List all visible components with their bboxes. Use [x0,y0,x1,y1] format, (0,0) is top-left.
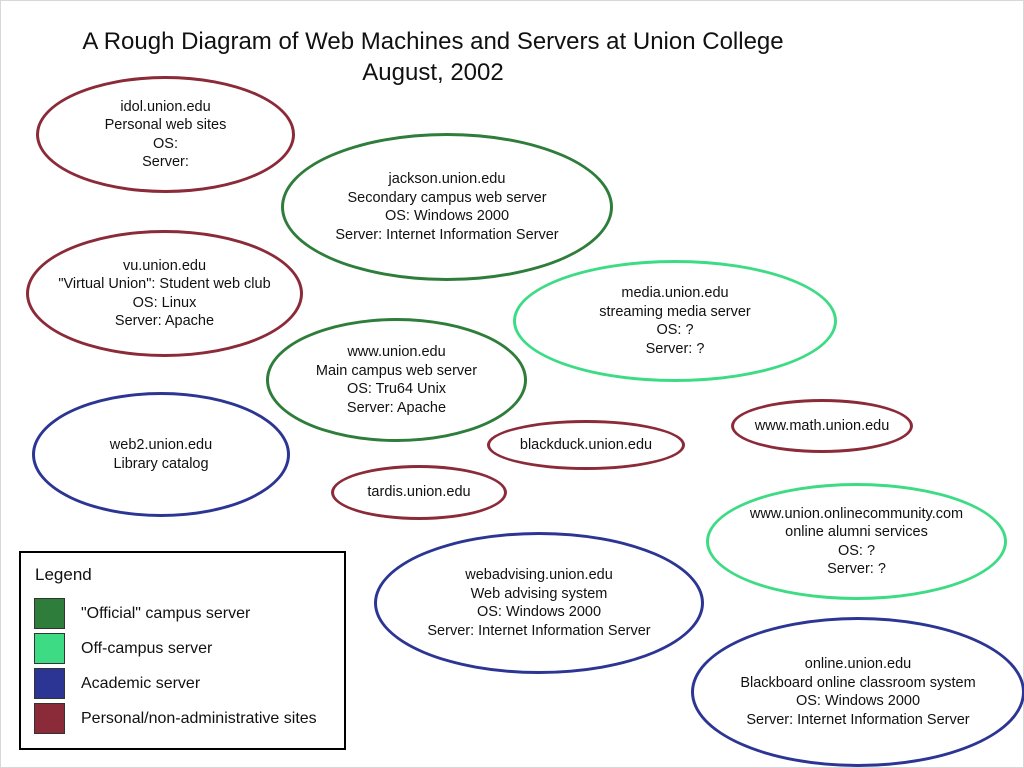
server-text-line: www.math.union.edu [754,417,890,434]
server-text-line: vu.union.edu [122,257,207,274]
server-text-line: www.union.edu [347,344,446,360]
legend-label: Academic server [81,675,201,692]
server-text-line: webadvising.union.edu [465,567,613,583]
server-text-line: OS: [153,135,178,152]
server-text-line: Server: ? [645,340,705,357]
title-line-2: August, 2002 [362,59,504,86]
server-text-line: Secondary campus web server [347,189,547,206]
legend-swatch [34,598,65,629]
server-text-line: media.union.edu [621,285,729,301]
server-text-line: tardis.union.edu [367,484,471,501]
server-text-line: Server: Apache [114,313,215,329]
legend-swatch [34,633,65,664]
server-text-line: OS: Windows 2000 [795,693,921,709]
server-text-line: Server: Internet Information Server [335,226,559,243]
server-text-line: online alumni services [785,524,928,540]
legend-item-academic: Academic server [34,668,344,700]
server-text-line: OS: ? [837,542,876,559]
server-math-www: www.math.union.edu [731,399,913,453]
legend-swatch [34,668,65,699]
server-onlinecommunity: www.union.onlinecommunity.com online alum… [706,483,1007,600]
server-text-line: OS: Tru64 Unix [346,381,447,397]
server-text-line: Personal web sites [104,117,227,133]
server-text-line: OS: Windows 2000 [476,604,602,620]
server-text-line: idol.union.edu [120,98,211,115]
server-text-line: OS: ? [656,322,694,338]
legend: Legend "Official" campus server Off-camp… [19,551,346,750]
server-text-line: web2.union.edu [109,437,213,453]
legend-item-official: "Official" campus server [34,598,344,630]
server-text-line: streaming media server [599,303,751,320]
legend-item-offcampus: Off-campus server [34,633,344,665]
server-text-line: Blackboard online classroom system [740,674,976,691]
server-blackduck: blackduck.union.edu [487,420,685,470]
legend-title: Legend [35,565,92,584]
legend-item-personal: Personal/non-administrative sites [34,703,344,735]
legend-label: "Official" campus server [81,605,251,622]
diagram-title: A Rough Diagram of Web Machines and Serv… [58,26,808,88]
server-text-line: Server: Internet Information Server [746,711,970,728]
server-text-line: Web advising system [470,585,608,602]
server-vu: vu.union.edu "Virtual Union": Student web… [26,230,303,357]
server-text-line: Server: Internet Information Server [427,622,651,639]
server-text-line: Server: Apache [346,399,447,416]
server-text-line: jackson.union.edu [388,171,506,187]
server-text-line: www.union.onlinecommunity.com [749,505,964,522]
legend-swatch [34,703,65,734]
server-text-line: Main campus web server [315,362,478,379]
server-text-line: Server: ? [827,561,886,577]
server-tardis: tardis.union.edu [331,465,507,520]
server-text-line: online.union.edu [804,656,912,672]
legend-label: Off-campus server [81,640,213,657]
server-text-line: Library catalog [113,455,209,472]
server-text-line: blackduck.union.edu [519,436,653,453]
title-line-1: A Rough Diagram of Web Machines and Serv… [82,28,784,55]
server-text-line: OS: Linux [132,294,197,311]
server-text-line: OS: Windows 2000 [384,208,510,224]
server-text-line: Server: [142,154,189,170]
legend-label: Personal/non-administrative sites [81,710,317,727]
server-text-line: "Virtual Union": Student web club [58,276,271,292]
